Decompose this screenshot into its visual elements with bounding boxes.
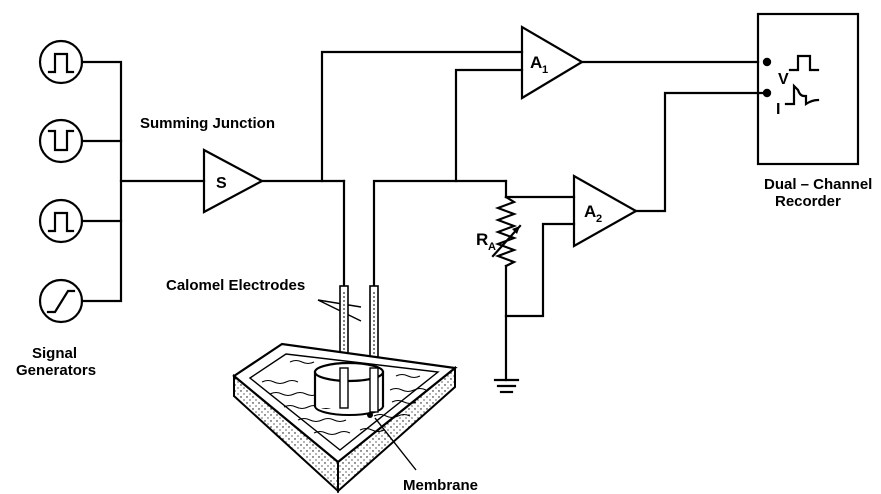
- membrane-label: Membrane: [403, 477, 478, 494]
- a1-feed-wire: [320, 50, 524, 183]
- voltage-step-trace-icon: [788, 54, 820, 72]
- summing-amplifier: [202, 148, 265, 214]
- current-transient-trace-icon: [784, 83, 820, 107]
- amplifier-a2: [572, 174, 639, 248]
- generator-bus: [80, 60, 206, 303]
- tray-inner-rim: [248, 353, 440, 451]
- dual-channel-recorder: [756, 12, 860, 166]
- a2-output-wire: [634, 91, 770, 213]
- recorder-label-line2: Recorder: [775, 193, 841, 210]
- signal-generators-label-line2: Generators: [16, 362, 96, 379]
- water-surface: [261, 360, 427, 435]
- square-pulse-icon: [47, 52, 75, 74]
- a1-reference-wire: [454, 68, 524, 183]
- recorder-i-terminal: [762, 88, 772, 98]
- membrane-bath: [232, 342, 458, 494]
- ground-symbol: [493, 378, 520, 394]
- signal-generator-1: [38, 39, 84, 85]
- a2-reference-wire: [504, 222, 576, 318]
- electrode-right-immersed: [369, 367, 379, 413]
- recorder-i-label: I: [776, 101, 780, 118]
- electrode-left-immersed: [339, 367, 349, 409]
- amplifier-a1: [520, 25, 585, 100]
- amplifier-a1-letter: A: [530, 53, 542, 72]
- summing-amplifier-label: S: [216, 175, 227, 192]
- resistor-label-subscript: A: [488, 241, 496, 253]
- square-pulse-icon: [47, 211, 75, 233]
- membrane-leader-line: [374, 417, 417, 471]
- recorder-v-label: V: [778, 71, 789, 88]
- membrane-point: [367, 412, 373, 418]
- amplifier-a1-subscript: 1: [542, 64, 548, 76]
- inverted-pulse-icon: [47, 129, 75, 152]
- summing-junction-label: Summing Junction: [140, 115, 275, 132]
- resistor-arrowhead: [512, 226, 520, 234]
- signal-generator-4: [38, 278, 84, 324]
- variable-resistor-ra: [494, 195, 518, 268]
- signal-generators-label-line1: Signal: [32, 345, 77, 362]
- amplifier-a2-subscript: 2: [596, 213, 602, 225]
- calomel-electrodes-label: Calomel Electrodes: [166, 277, 305, 294]
- amplifier-a2-letter: A: [584, 202, 596, 221]
- recorder-v-terminal: [762, 57, 772, 67]
- measuring-electrode-lead: [372, 179, 508, 288]
- signal-generator-2: [38, 118, 84, 164]
- recorder-label-line1: Dual – Channel: [764, 176, 872, 193]
- signal-generator-3: [38, 198, 84, 244]
- resistor-label-letter: R: [476, 230, 488, 249]
- ramp-icon: [46, 289, 76, 314]
